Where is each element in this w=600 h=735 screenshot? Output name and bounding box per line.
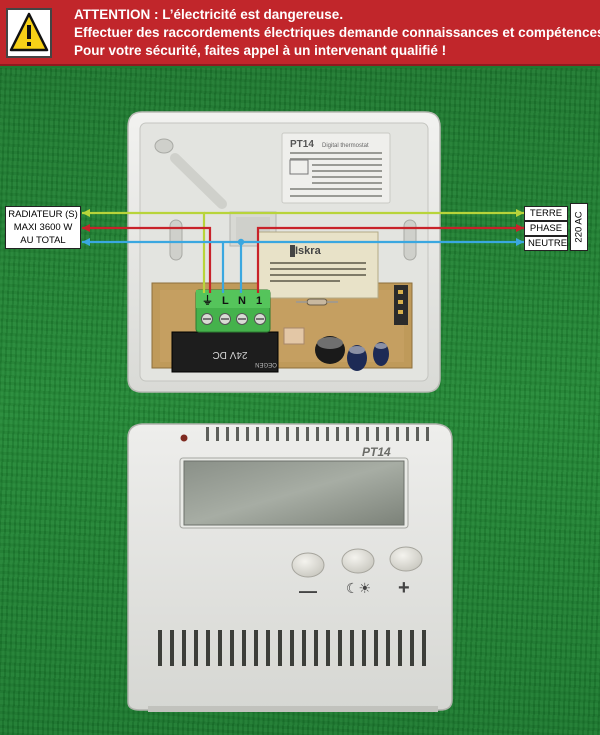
front-model-label: PT14 bbox=[362, 445, 391, 459]
warning-banner: ATTENTION : L’électricité est dangereuse… bbox=[0, 0, 600, 66]
mode-button[interactable] bbox=[341, 548, 375, 574]
total-label: AU TOTAL bbox=[20, 235, 66, 246]
wiring-diagram bbox=[82, 211, 524, 293]
transformer-brand: Iskra bbox=[295, 245, 322, 257]
terminal-label-n: N bbox=[238, 295, 246, 307]
radiator-wire bbox=[82, 226, 212, 293]
terminal-label-l: L bbox=[222, 295, 229, 307]
wire-arrows bbox=[82, 209, 524, 246]
status-led-icon bbox=[180, 434, 188, 442]
moon-sun-icon: ☾☀ bbox=[346, 581, 371, 597]
front-cover: PT14 — ☾☀ + bbox=[127, 423, 453, 712]
back-model-label: PT14 bbox=[290, 139, 314, 150]
minus-symbol: — bbox=[299, 581, 317, 601]
warning-text-line-2: Effectuer des raccordements électriques … bbox=[74, 25, 600, 40]
plus-symbol: + bbox=[398, 577, 410, 599]
plus-button[interactable] bbox=[389, 546, 423, 572]
earth-label: TERRE bbox=[524, 206, 568, 221]
terminal-block: ⏚ L N 1 bbox=[195, 289, 271, 333]
control-buttons bbox=[291, 546, 423, 578]
minus-button[interactable] bbox=[291, 552, 325, 578]
voltage-label-box: 220 AC bbox=[570, 203, 588, 251]
bottom-vent-slots bbox=[158, 630, 426, 666]
radiator-label-box: RADIATEUR (S) MAXI 3600 W AU TOTAL bbox=[5, 206, 81, 249]
relay-voltage-label: 24V DC bbox=[212, 349, 247, 360]
warning-text-line-3: Pour votre sécurité, faites appel à un i… bbox=[74, 43, 447, 58]
lcd-display bbox=[183, 460, 405, 526]
terminal-label-earth: ⏚ bbox=[202, 294, 213, 307]
top-vent-slots bbox=[206, 427, 429, 441]
terminal-label-1: 1 bbox=[256, 295, 262, 307]
voltage-label: 220 AC bbox=[573, 211, 585, 243]
svg-text:Digital thermostat: Digital thermostat bbox=[322, 143, 369, 149]
neutral-label: NEUTRE bbox=[524, 236, 568, 251]
relay-brand-label: OEGEN bbox=[255, 361, 277, 367]
max-power-label: MAXI 3600 W bbox=[13, 222, 73, 233]
warning-triangle-icon bbox=[6, 8, 52, 58]
phase-label: PHASE bbox=[524, 221, 568, 236]
phase-wire bbox=[256, 226, 524, 293]
radiator-label: RADIATEUR (S) bbox=[8, 209, 78, 220]
warning-title: ATTENTION : L’électricité est dangereuse… bbox=[74, 7, 344, 22]
